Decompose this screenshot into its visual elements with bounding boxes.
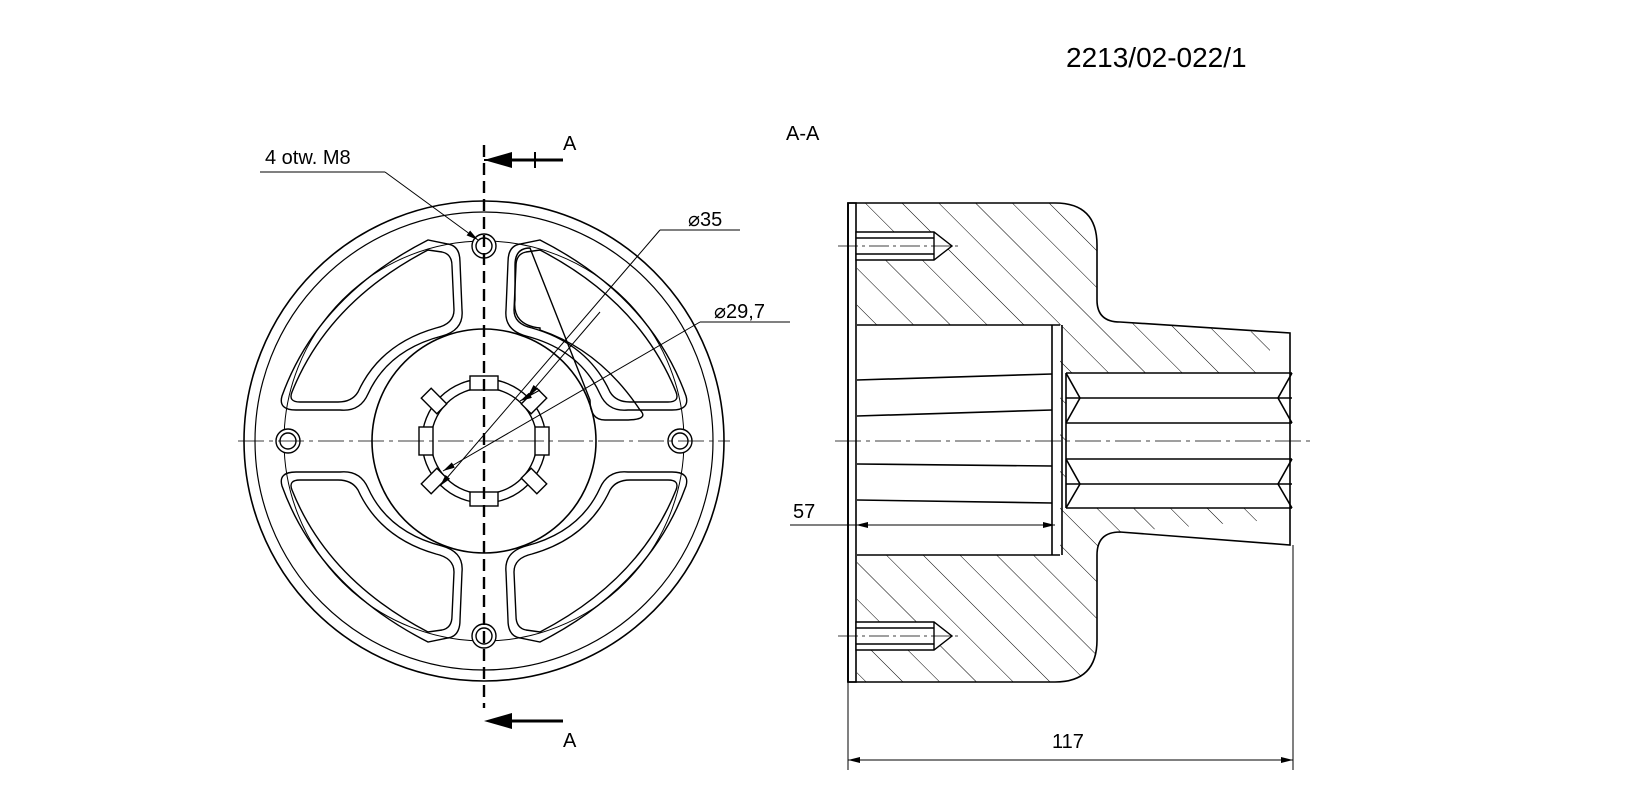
pocket-upper-left-inner [290,249,455,403]
pocket-upper-right-inner [513,249,678,403]
section-outline [847,202,1293,683]
hatched-body [857,203,1270,682]
section-mark-bottom: A [563,730,577,752]
dim-35-leader-arrow-top [527,311,601,397]
dim-diameter-29-7-value: 29,7 [726,301,765,323]
pocket-upper-right [505,239,688,411]
section-mark-top: A [563,133,577,155]
spline-tooth-ur [520,387,548,415]
section-view: A-A [786,123,1310,770]
bore-clear [857,325,1060,555]
spline-chamfer-left-bottom [1065,458,1081,509]
pocket-lower-right-inner [513,479,678,633]
hatched-regions [857,203,1294,682]
hole-note: 4 otw. M8 [265,147,351,169]
dim-diameter-29-7: ⌀29,7 [714,301,765,323]
dim-29-7-leader [442,321,701,472]
section-arrow-bottom-head [484,713,512,729]
dim-diameter-35-value: 35 [700,209,722,231]
pocket-lower-left [280,471,463,643]
dim-57: 57 [793,501,815,523]
flange-lip [847,202,857,683]
hole-bottom-inner [475,627,493,645]
spline-tooth-lr [520,467,548,495]
spline-bore-clear [1066,373,1294,508]
pocket-outline [514,247,644,421]
pocket-lower-right [505,471,688,643]
dim-117: 117 [1052,731,1084,753]
front-view: A A 4 otw. M8 ⌀35 ⌀29,7 [238,133,790,752]
dim-diameter-35: ⌀35 [688,209,722,231]
dim-35-leader [439,229,661,487]
pocket-outlines [514,247,644,421]
hole-note-leader [384,171,479,241]
bore-line-3 [856,463,1053,467]
bore-line-2 [856,409,1053,417]
spline-chamfer-right-top [1277,372,1293,424]
pocket-lower-left-inner [290,479,455,633]
pockets [280,239,688,643]
bore-line-4 [856,499,1053,504]
spline-chamfer-left-top [1065,372,1081,424]
diameter-symbol: ⌀ [688,209,700,231]
section-title: A-A [786,123,820,145]
dim-29-7-leader-arrow [519,389,541,402]
spline-tooth-ul [420,387,448,415]
pocket-upper-left [280,239,463,411]
diameter-symbol: ⌀ [714,301,726,323]
section-profile [847,202,1291,683]
spline-tooth-ll [420,467,448,495]
spline-chamfer-right-bottom [1277,458,1293,509]
drawing-number: 2213/02-022/1 [1066,42,1247,73]
section-arrow-top-head [484,152,512,168]
bore-line-1 [856,373,1053,381]
